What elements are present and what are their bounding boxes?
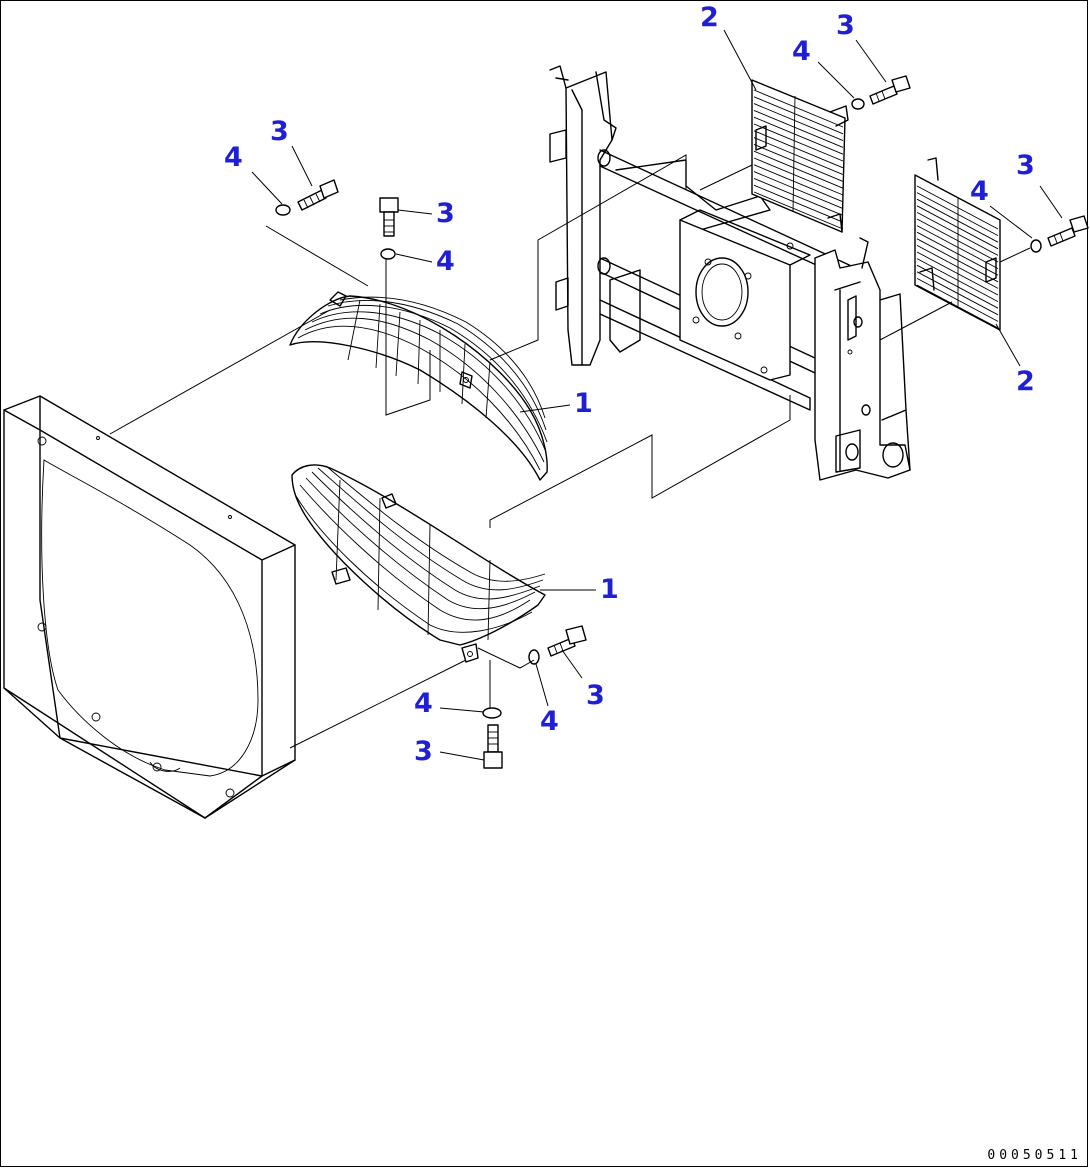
screen-mesh-line	[753, 89, 844, 128]
washer-upper-left	[275, 204, 291, 216]
callout-fan-guard: 1	[574, 388, 593, 419]
callout-bolt: 3	[586, 680, 605, 711]
washer-lower-right	[528, 649, 540, 665]
bolt-top-right	[869, 75, 911, 105]
washer-top-right	[851, 98, 865, 110]
callout-washer: 4	[970, 176, 989, 207]
screen-mesh-line	[753, 184, 844, 223]
callouts: 4 3 3 4 1 1 3 4 4 3 2 4 3 3 4 2	[224, 2, 1035, 767]
screen-mesh-line	[916, 271, 999, 316]
callout-screen: 2	[1016, 366, 1035, 397]
callout-screen: 2	[700, 2, 719, 33]
screen-mesh-line	[753, 164, 844, 203]
callout-washer: 4	[792, 36, 811, 67]
upper-screen-panel	[751, 79, 849, 233]
screen-mesh-line	[916, 231, 999, 276]
callout-bolt: 3	[414, 736, 433, 767]
screen-mesh-line	[916, 212, 999, 256]
screen-mesh-line	[916, 284, 999, 329]
callout-bolt: 3	[270, 116, 289, 147]
bolt-right	[1047, 215, 1089, 247]
screen-mesh-line	[916, 218, 999, 263]
fan-shroud	[3, 395, 296, 819]
screen-mesh-line	[753, 191, 844, 230]
screen-mesh-line	[753, 123, 844, 162]
callout-washer: 4	[436, 246, 455, 277]
screen-mesh-line	[753, 143, 844, 182]
screen-mesh-line	[753, 116, 844, 155]
screen-mesh-line	[753, 109, 844, 148]
callout-bolt: 3	[1016, 150, 1035, 181]
upper-fan-guard	[289, 291, 548, 481]
washer-right	[1030, 239, 1042, 253]
bolt-lower-right	[547, 625, 587, 657]
screen-mesh-line	[753, 150, 844, 189]
screen-mesh-line	[753, 171, 844, 210]
screen-mesh-line	[753, 137, 844, 176]
screen-mesh-line	[916, 264, 999, 309]
screen-mesh-line	[916, 192, 999, 236]
screen-mesh-line	[916, 251, 999, 296]
drawing-code: 00050511	[987, 1148, 1082, 1163]
screen-mesh-line	[753, 157, 844, 196]
callout-washer: 4	[414, 688, 433, 719]
callout-washer: 4	[540, 706, 559, 737]
screen-mesh-line	[916, 198, 999, 243]
screen-mesh-line	[753, 96, 844, 135]
callout-bolt: 3	[436, 198, 455, 229]
lower-fan-guard	[291, 464, 546, 663]
screen-mesh-line	[916, 245, 999, 289]
screen-mesh-line	[916, 205, 999, 250]
screen-mesh-line	[916, 185, 999, 230]
callout-washer: 4	[224, 142, 243, 173]
radiator-support-frame	[549, 65, 911, 481]
screen-mesh-line	[916, 278, 999, 322]
screen-mesh-line	[753, 177, 844, 216]
bolt-lower	[483, 724, 503, 769]
assembly-lines	[109, 154, 1031, 749]
bolt-upper-left	[297, 179, 339, 211]
callout-leaders	[251, 29, 1063, 761]
screen-mesh-line	[753, 103, 844, 142]
washer-lower	[482, 707, 502, 719]
right-screen-panel	[914, 157, 1001, 331]
callout-bolt: 3	[836, 10, 855, 41]
bolt-upper-center	[379, 197, 399, 237]
screen-mesh-line	[916, 258, 999, 302]
washer-upper-center	[380, 248, 396, 260]
screen-mesh-line	[916, 225, 999, 269]
screen-mesh-line	[753, 130, 844, 169]
callout-fan-guard: 1	[600, 574, 619, 605]
screen-mesh-line	[916, 238, 999, 283]
